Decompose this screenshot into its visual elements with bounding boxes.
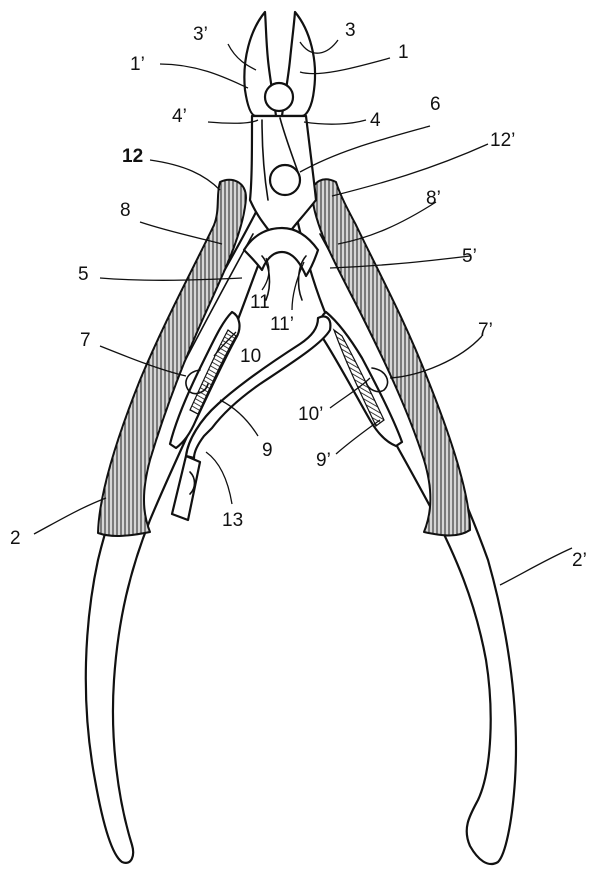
label-8: 8 [120, 200, 131, 221]
label-13: 13 [222, 510, 243, 531]
label-8-prime: 8’ [426, 188, 441, 209]
label-4: 4 [370, 110, 381, 131]
label-6: 6 [430, 94, 441, 115]
label-10-prime: 10’ [298, 404, 323, 425]
label-1-prime: 1’ [130, 54, 145, 75]
label-11-prime: 11’ [270, 314, 294, 335]
pivot-rivet [270, 165, 300, 195]
label-2: 2 [10, 528, 21, 549]
spring-link-tip [172, 456, 200, 520]
label-5-prime: 5’ [462, 246, 477, 267]
label-7-prime: 7’ [478, 320, 493, 341]
jaw-pivot-hole [265, 83, 293, 111]
label-12-prime: 12’ [490, 130, 515, 151]
label-2-prime: 2’ [572, 550, 587, 571]
label-4-prime: 4’ [172, 106, 187, 127]
label-7: 7 [80, 330, 91, 351]
label-1: 1 [398, 42, 409, 63]
label-9-prime: 9’ [316, 450, 331, 471]
label-9: 9 [262, 440, 273, 461]
label-5: 5 [78, 264, 89, 285]
label-11: 11 [250, 292, 270, 313]
label-3-prime: 3’ [193, 24, 208, 45]
right-handle [296, 200, 516, 864]
label-3: 3 [345, 20, 356, 41]
label-12: 12 [122, 146, 143, 167]
label-10: 10 [240, 346, 261, 367]
